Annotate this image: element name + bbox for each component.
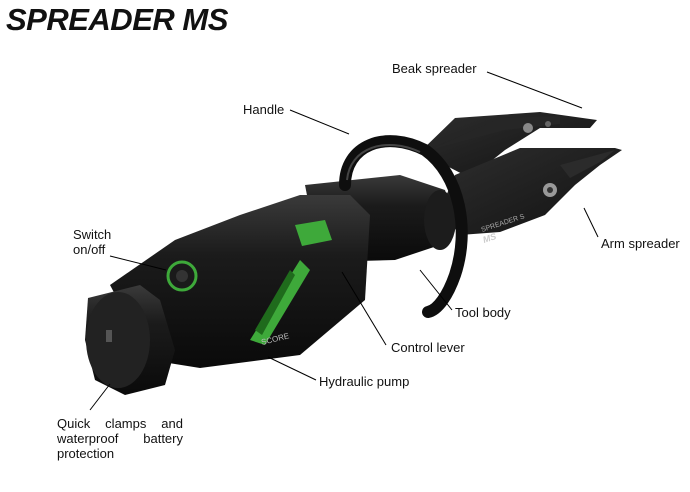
label-switch: Switch on/off <box>73 227 112 257</box>
leader-lever <box>341 271 387 346</box>
label-tool-body: Tool body <box>455 305 511 320</box>
arm-marking-2: MS <box>482 231 498 245</box>
leader-pump <box>267 356 317 381</box>
label-beak-spreader: Beak spreader <box>392 61 477 76</box>
label-quick-clamps: Quick clamps and waterproof battery prot… <box>57 416 183 461</box>
lower-arm: SPREADER S MS <box>440 148 622 245</box>
page-title: SPREADER MS <box>6 2 228 37</box>
label-handle: Handle <box>243 102 285 117</box>
handle <box>339 135 468 318</box>
leader-tool <box>419 269 453 311</box>
leader-arm <box>583 207 599 238</box>
label-control-lever: Control lever <box>391 340 465 355</box>
upper-arm <box>420 112 597 178</box>
leader-handle <box>289 109 350 135</box>
battery-end-cap <box>85 285 175 395</box>
label-arm-spreader: Arm spreader <box>601 236 680 251</box>
leader-clamps <box>89 383 111 411</box>
power-switch <box>166 260 198 292</box>
leader-beak <box>486 71 583 109</box>
label-hydraulic-pump: Hydraulic pump <box>319 374 410 389</box>
leader-lines <box>89 71 599 411</box>
leader-switch <box>109 255 167 271</box>
control-lever <box>295 220 332 246</box>
